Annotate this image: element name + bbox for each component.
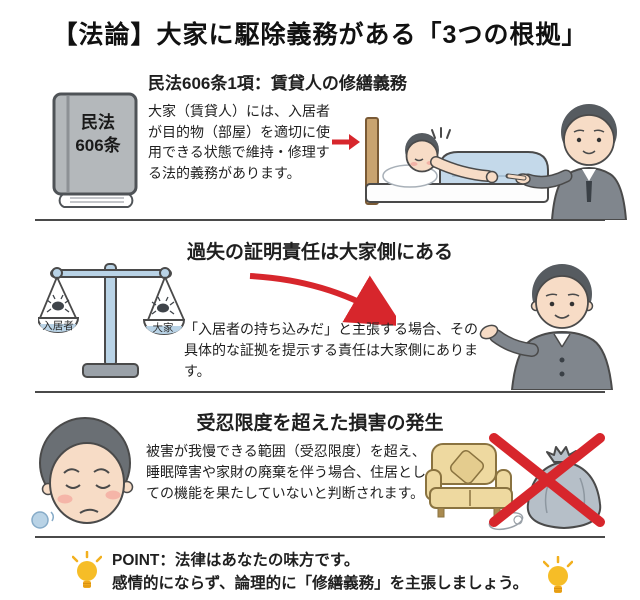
section-divider: [35, 536, 605, 538]
section3-body: 被害が我慢できる範囲（受忍限度）を超え、睡眠障害や家財の廃棄を伴う場合、住居とし…: [146, 443, 426, 501]
landlord-pointing-icon: [505, 104, 628, 220]
point-text-line2: 感情的にならず、論理的に「修繕義務」を主張しましょう。: [112, 575, 529, 592]
distressed-tenant-face-icon: [28, 417, 140, 535]
sick-tenant-bed-illustration: [356, 88, 638, 220]
bed-icon: [365, 117, 549, 205]
section2-heading: 過失の証明責任は大家側にある: [186, 242, 453, 263]
scale-landlord-label: 大家: [152, 322, 174, 334]
red-arrow-right-icon: [330, 132, 360, 152]
section3-heading: 受忍限度を超えた損害の発生: [196, 413, 444, 434]
law-book-title: 民法 606条: [60, 112, 136, 158]
point-text-line1: POINT：法律はあなたの味方です。: [112, 552, 360, 569]
bug-icon: [46, 294, 70, 313]
landlord-presenting-illustration: [476, 252, 640, 390]
lightbulb-icon: [543, 556, 573, 598]
discarded-sofa-trash-bag-illustration: [424, 428, 638, 534]
section2-body: 「入居者の持ち込みだ」と主張する場合、その具体的な証拠を提示する責任は大家側にあ…: [184, 321, 478, 379]
bug-icon: [151, 296, 175, 315]
scale-tenant-label: 入居者: [42, 320, 74, 332]
balance-scale-icon: [38, 256, 188, 384]
red-curved-arrow-icon: [246, 264, 396, 326]
section-divider: [35, 219, 605, 221]
sofa-icon: [425, 443, 513, 518]
law-book-title-line2: 606条: [75, 135, 121, 155]
section1-heading: 民法606条1項：賃貸人の修繕義務: [148, 74, 407, 93]
section-divider: [35, 391, 605, 393]
page-title: 【法論】大家に駆除義務がある「3つの根拠」: [52, 21, 588, 49]
section1-body: 大家（賃貸人）には、入居者が目的物（部屋）を適切に使用できる状態で維持・修理する…: [148, 103, 330, 181]
red-cross-icon: [489, 433, 605, 527]
law-book-icon: [48, 92, 143, 210]
lightbulb-icon: [72, 551, 102, 593]
law-book-title-line1: 民法: [81, 113, 115, 132]
